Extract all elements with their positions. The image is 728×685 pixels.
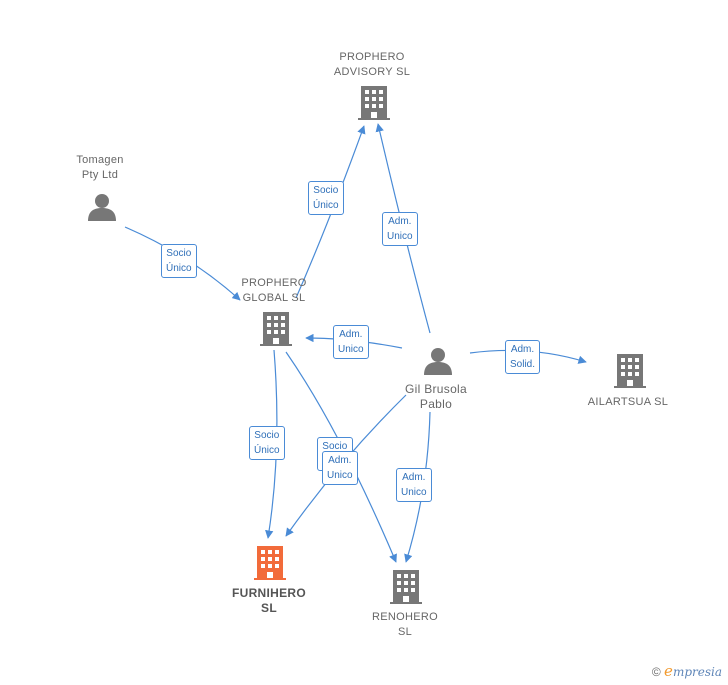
building-icon[interactable] [390, 570, 422, 604]
empresia-logo-e: e [664, 662, 673, 680]
building-icon[interactable] [254, 546, 286, 580]
node-label-prophero-advisory[interactable]: PROPHERO ADVISORY SL [333, 51, 411, 78]
person-icon[interactable] [424, 348, 452, 375]
node-label-renohero[interactable]: RENOHERO SL [372, 611, 438, 638]
copyright-icon: © [651, 665, 661, 679]
edge-label-socio-unico: Socio Único [249, 426, 285, 460]
node-label-ailartsua[interactable]: AILARTSUA SL [587, 396, 669, 408]
edge-label-socio-unico: Socio Único [308, 181, 344, 215]
node-label-tomagen[interactable]: Tomagen Pty Ltd [76, 154, 124, 181]
node-label-gil-brusola[interactable]: Gil Brusola Pablo [405, 382, 467, 411]
edge-prophero-global-to-advisory [295, 125, 366, 299]
edge-label-adm-unico: Adm. Unico [396, 468, 432, 502]
edge-label-socio-unico: Socio Único [161, 244, 197, 278]
edge-label-adm-unico: Adm. Unico [333, 325, 369, 359]
edge-label-adm-unico: Adm. Unico [322, 451, 358, 485]
empresia-footer[interactable]: © empresia [652, 662, 722, 680]
edge-label-adm-solid: Adm. Solid. [505, 340, 541, 374]
building-icon[interactable] [260, 312, 292, 346]
person-icon[interactable] [88, 194, 116, 221]
building-icon[interactable] [614, 354, 646, 388]
building-icon[interactable] [358, 86, 390, 120]
empresia-logo-text: mpresia [672, 665, 722, 679]
node-label-prophero-global[interactable]: PROPHERO GLOBAL SL [241, 277, 307, 304]
node-label-furnihero[interactable]: FURNIHERO SL [231, 586, 307, 615]
edge-label-adm-unico: Adm. Unico [382, 212, 418, 246]
